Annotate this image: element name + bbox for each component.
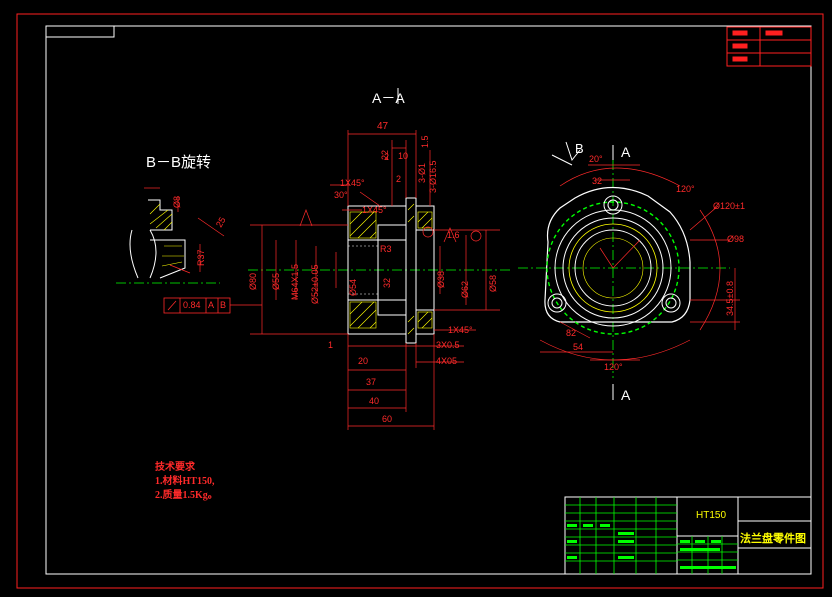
dim-1-5: 1.5 [420,135,430,148]
dim-22: 22 [380,149,390,160]
section-bb-title: B－B旋转 [146,154,212,171]
dim-side-32: 32 [592,176,603,186]
detail-view-bb [116,187,225,284]
corner-code-box [45,25,115,38]
dim-1x45-c: 1X45° [448,325,473,335]
revision-block [726,26,812,67]
dim-20: 20 [358,356,369,366]
dim-phi8: Ø8 [172,195,182,208]
tech-notes-line1: 1.材料HT150, [155,476,215,487]
dim-phi54: Ø54 [348,278,358,296]
dim-4x05: 4X05 [436,356,458,366]
section-mark-a-top: A [621,144,631,160]
dim-side-34-5: 34.5±0.8 [725,281,735,316]
title-material: HT150 [696,510,727,521]
tech-notes-title: 技术要求 [155,462,195,473]
dim-phi58: Ø58 [488,274,498,292]
dim-side-120-top: 120° [676,184,695,194]
tol-datum-b: B [220,300,227,310]
dim-40: 40 [369,396,380,406]
dim-2: 2 [384,152,390,162]
dim-phi55: Ø55 [271,272,281,290]
dim-37: 37 [366,377,377,387]
dim-3x0-5: 3X0.5 [436,340,460,350]
dim-side-phi120: Ø120±1 [713,201,745,211]
dim-1-6: 1.6 [447,230,460,240]
dim-10: 10 [398,151,409,161]
tol-value: 0.84 [183,300,201,310]
outer-frame [16,13,824,589]
section-mark-a-bottom: A [621,387,631,403]
dim-side-20deg: 20° [589,154,603,164]
dim-r37: R37 [196,249,206,266]
title-block [564,496,812,575]
section-view-aa [163,88,510,430]
dim-1: 1 [328,340,334,350]
dim-phi80: Ø80 [248,272,258,290]
dim-side-54: 54 [573,342,584,352]
dim-1x45-a: 1X45° [340,178,365,188]
dim-phi52: Ø52±0.05 [310,264,320,304]
dim-3-phi16-5: 3-Ø16.5 [428,160,438,193]
dim-phi38: Ø38 [436,270,446,288]
dim-3-phi1: 3-Ø1 [417,162,427,183]
dim-1x45-b: 1X45° [362,205,387,215]
dim-60: 60 [382,414,393,424]
title-drawing-name: 法兰盘零件图 [740,533,806,545]
side-view [518,141,740,400]
dim-32: 32 [382,277,392,288]
section-mark-b: B [575,141,584,156]
dim-side-phi98: Ø98 [727,234,745,244]
section-aa-title: A－A [372,90,405,106]
dim-47: 47 [377,121,389,132]
dim-30deg: 30° [334,190,348,200]
tol-datum-a: A [208,300,215,310]
dim-r3: R3 [380,244,392,254]
dim-side-82: 82 [566,328,577,338]
dim-phi62: Ø62 [460,280,470,298]
tech-notes-line2: 2.质量1.5Kg。 [155,490,218,501]
dim-2a: 2 [396,174,402,184]
dim-m64: M64X1.5 [290,263,300,300]
inner-frame [45,25,812,575]
dim-side-120-bottom: 120° [604,362,623,372]
